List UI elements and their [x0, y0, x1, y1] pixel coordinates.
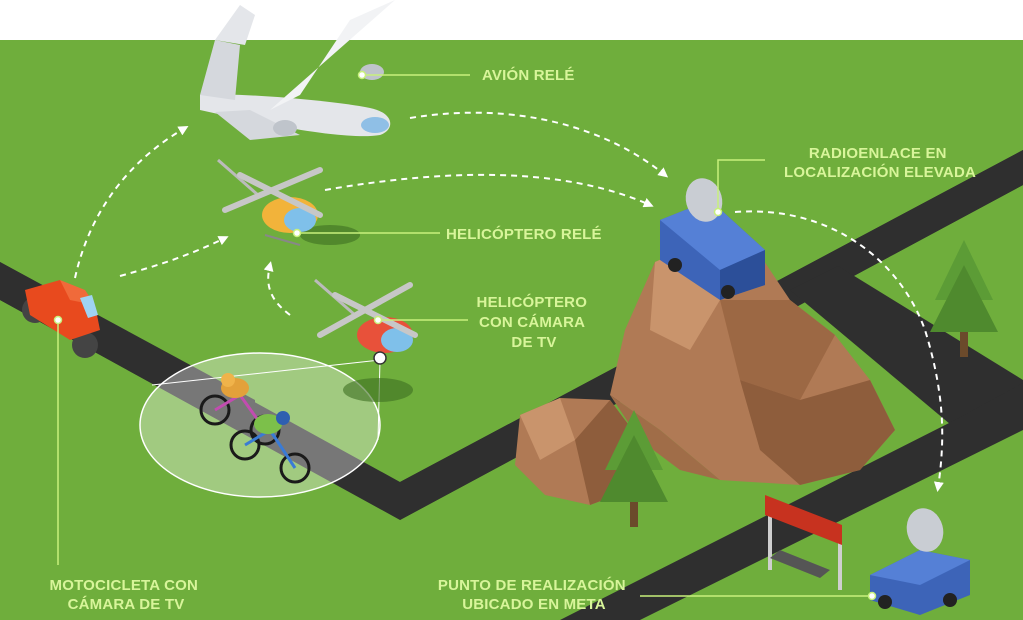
signal-arrow: [324, 173, 654, 208]
signal-arrow: [119, 236, 229, 277]
label-motocicleta: MOTOCICLETA CON CÁMARA DE TV: [50, 577, 203, 613]
shadow: [300, 225, 360, 245]
label-line: PUNTO DE REALIZACIÓN: [438, 576, 626, 594]
van-elevated-icon: [660, 178, 765, 300]
label-line: CON CÁMARA: [479, 314, 585, 331]
label-line: LOCALIZACIÓN ELEVADA: [784, 163, 976, 181]
callout-connectors: [53, 70, 877, 601]
label-helicoptero-rele: HELICÓPTERO RELÉ: [446, 225, 602, 243]
signal-paths: [74, 111, 944, 492]
rock-mountain: [515, 240, 895, 505]
label-punto-realizacion: PUNTO DE REALIZACIÓN UBICADO EN META: [438, 576, 630, 613]
signal-arrow: [74, 125, 189, 279]
label-line: MOTOCICLETA CON: [50, 577, 199, 594]
label-line: DE TV: [511, 334, 556, 351]
shadow: [343, 378, 413, 402]
label-line: RADIOENLACE EN: [809, 145, 947, 162]
airplane-icon: [200, 0, 395, 140]
label-helicoptero-camara: HELICÓPTERO CON CÁMARA DE TV: [477, 293, 592, 351]
van-finish-icon: [870, 508, 970, 615]
motorcycle-icon: [22, 280, 100, 358]
label-line: HELICÓPTERO: [477, 293, 588, 311]
signal-arrow: [263, 261, 291, 316]
helicopter-camera-icon: [314, 278, 418, 365]
label-line: UBICADO EN META: [462, 596, 606, 613]
finish-line-arch-icon: [765, 495, 842, 590]
camera-beam-line: [151, 359, 381, 386]
helicopter-relay-icon: [217, 158, 323, 246]
tree-icon: [600, 410, 668, 527]
label-radioenlace: RADIOENLACE EN LOCALIZACIÓN ELEVADA: [784, 145, 976, 181]
label-line: AVIÓN RELÉ: [482, 66, 575, 84]
cyclists-icon: [199, 373, 311, 484]
label-line: HELICÓPTERO RELÉ: [446, 225, 602, 243]
label-line: CÁMARA DE TV: [68, 596, 185, 613]
tree-icon: [930, 240, 998, 357]
label-avion-rele: AVIÓN RELÉ: [482, 66, 575, 84]
sky-band: [0, 0, 1023, 40]
